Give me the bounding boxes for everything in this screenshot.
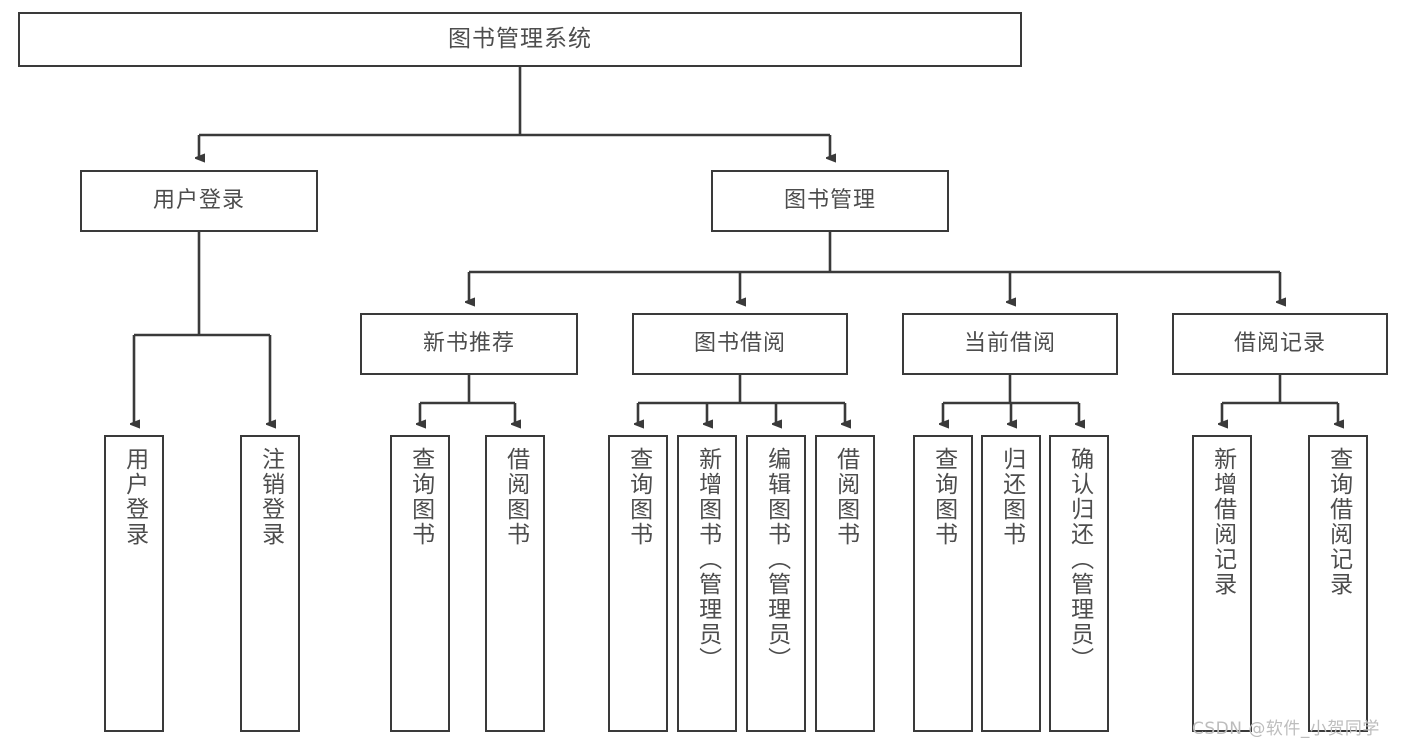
leaf-borrow-books-recommend[interactable]: 借阅图书 bbox=[485, 435, 545, 732]
node-label: 图书管理 bbox=[783, 188, 876, 213]
leaf-add-borrow-record[interactable]: 新增借阅记录 bbox=[1192, 435, 1252, 732]
leaf-query-borrow-record[interactable]: 查询借阅记录 bbox=[1308, 435, 1368, 732]
node-new-book-recommend[interactable]: 新书推荐 bbox=[360, 313, 578, 375]
leaf-add-book-admin[interactable]: 新增图书（管理员） bbox=[677, 435, 737, 732]
leaf-user-login[interactable]: 用户登录 bbox=[104, 435, 164, 732]
node-label: 编辑图书（管理员） bbox=[763, 447, 790, 672]
node-label: 图书管理系统 bbox=[448, 26, 592, 52]
node-book-management[interactable]: 图书管理 bbox=[711, 170, 949, 232]
node-label: 借阅图书 bbox=[502, 447, 529, 547]
node-label: 查询图书 bbox=[625, 447, 652, 547]
node-borrow-record[interactable]: 借阅记录 bbox=[1172, 313, 1388, 375]
node-label: 用户登录 bbox=[121, 447, 148, 547]
node-book-borrow[interactable]: 图书借阅 bbox=[632, 313, 848, 375]
leaf-query-books-recommend[interactable]: 查询图书 bbox=[390, 435, 450, 732]
node-label: 注销登录 bbox=[257, 447, 284, 547]
leaf-borrow-books[interactable]: 借阅图书 bbox=[815, 435, 875, 732]
node-user-login[interactable]: 用户登录 bbox=[80, 170, 318, 232]
leaf-query-books-current[interactable]: 查询图书 bbox=[913, 435, 973, 732]
node-label: 查询借阅记录 bbox=[1325, 447, 1352, 597]
node-current-borrow[interactable]: 当前借阅 bbox=[902, 313, 1118, 375]
leaf-return-books[interactable]: 归还图书 bbox=[981, 435, 1041, 732]
node-label: 当前借阅 bbox=[963, 331, 1056, 356]
node-label: 归还图书 bbox=[998, 447, 1025, 547]
node-label: 新增借阅记录 bbox=[1209, 447, 1236, 597]
leaf-confirm-return-admin[interactable]: 确认归还（管理员） bbox=[1049, 435, 1109, 732]
node-label: 图书借阅 bbox=[693, 331, 786, 356]
node-label: 新增图书（管理员） bbox=[694, 447, 721, 672]
leaf-logout[interactable]: 注销登录 bbox=[240, 435, 300, 732]
node-label: 借阅记录 bbox=[1233, 331, 1326, 356]
node-label: 确认归还（管理员） bbox=[1066, 447, 1093, 672]
node-label: 查询图书 bbox=[930, 447, 957, 547]
watermark-text: CSDN @软件_小贺同学 bbox=[1192, 719, 1380, 739]
leaf-query-books-borrow[interactable]: 查询图书 bbox=[608, 435, 668, 732]
node-label: 借阅图书 bbox=[832, 447, 859, 547]
node-label: 新书推荐 bbox=[422, 331, 515, 356]
node-root-system[interactable]: 图书管理系统 bbox=[18, 12, 1022, 67]
leaf-edit-book-admin[interactable]: 编辑图书（管理员） bbox=[746, 435, 806, 732]
node-label: 用户登录 bbox=[152, 188, 245, 213]
node-label: 查询图书 bbox=[407, 447, 434, 547]
